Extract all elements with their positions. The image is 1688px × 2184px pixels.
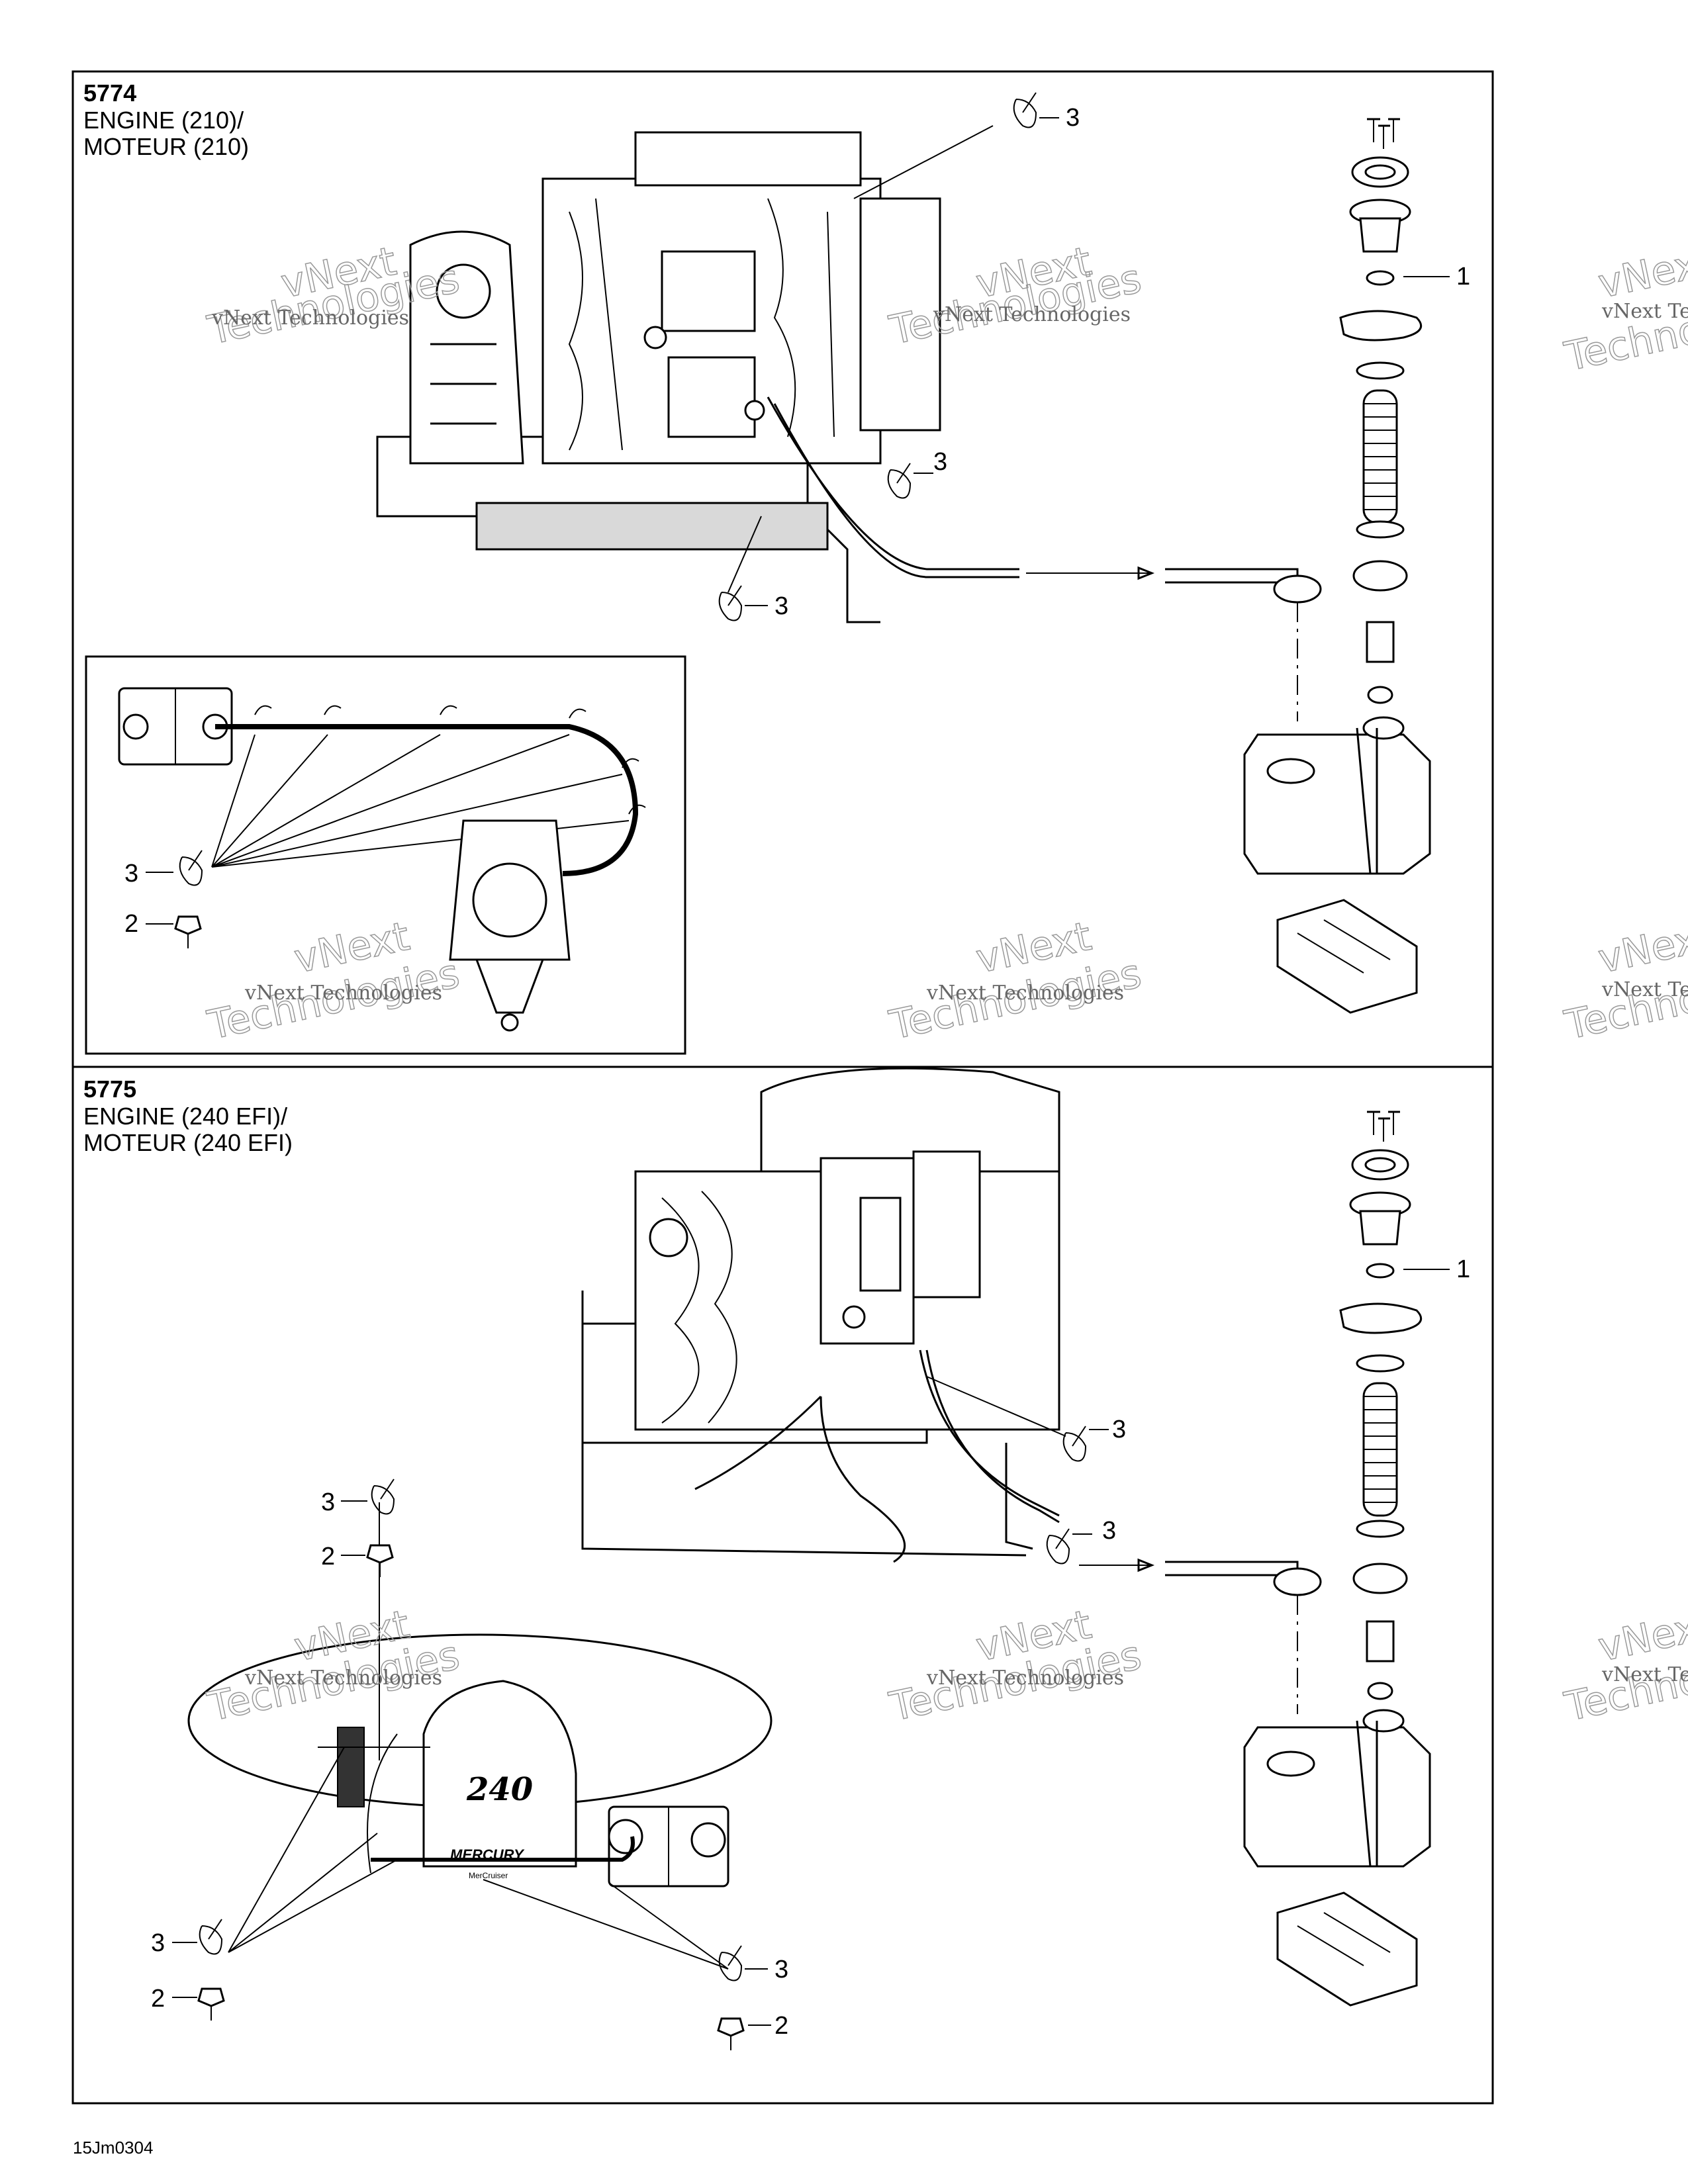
clamp-3-bottom: 3	[718, 516, 788, 621]
svg-text:vNext Technologies: vNext Technologies	[1601, 1663, 1688, 1686]
panel-title-line1: ENGINE (240 EFI)/	[83, 1103, 288, 1130]
watermark-5: vNext Technologies vNext Technologies	[885, 913, 1146, 1050]
panel-code: 5774	[83, 79, 137, 107]
callout-3: 3	[774, 592, 788, 620]
emblem-model: 240	[466, 1771, 533, 1808]
svg-text:vNext Technologies: vNext Technologies	[1601, 300, 1688, 323]
callout-1: 1	[1456, 1255, 1470, 1283]
callout-3: 3	[151, 1929, 165, 1957]
routing-inset-210: 3 2	[85, 655, 686, 1055]
callout-2: 2	[151, 1985, 165, 2013]
panel-heading-210: 5774 ENGINE (210)/ MOTEUR (210)	[83, 79, 249, 160]
panel-heading-240-efi: 5775 ENGINE (240 EFI)/ MOTEUR (240 EFI)	[83, 1075, 293, 1156]
svg-text:vNext Technologies: vNext Technologies	[926, 981, 1124, 1005]
callout-3: 3	[1102, 1517, 1116, 1545]
callout-3: 3	[1112, 1416, 1126, 1443]
callouts-left-240: 3 2 3 2	[151, 1479, 395, 2021]
callout-3: 3	[124, 860, 138, 887]
clamp-3-mid: 3	[887, 448, 947, 499]
callout-3: 3	[321, 1488, 335, 1516]
svg-text:vNext: vNext	[1595, 238, 1688, 308]
document-reference: 15Jm0304	[73, 2138, 154, 2158]
watermark-3: vNext Technologies vNext Technologies	[1560, 238, 1688, 381]
callout-3: 3	[933, 448, 947, 476]
emblem-sub: MerCruiser	[469, 1871, 508, 1880]
svg-text:vNext: vNext	[1595, 913, 1688, 983]
watermark-8: vNext Technologies vNext Technologies	[885, 1601, 1146, 1731]
fuel-tank-assembly-210: 1	[1026, 118, 1470, 1014]
watermark-4: vNext Technologies vNext Technologies	[203, 913, 464, 1050]
svg-text:vNext Technologies: vNext Technologies	[926, 1666, 1124, 1690]
svg-text:vNext: vNext	[1595, 1602, 1688, 1671]
engine-240-efi-assembly	[581, 1067, 1060, 1563]
clamp-3-line: 3	[1046, 1517, 1116, 1565]
panel-title-line1: ENGINE (210)/	[83, 107, 244, 134]
panel-code: 5775	[83, 1075, 137, 1103]
svg-text:vNext Technologies: vNext Technologies	[1601, 978, 1688, 1001]
watermark-9: vNext Technologies vNext Technologies	[1560, 1601, 1688, 1731]
routing-detail-240: 240 MERCURY MerCruiser	[187, 1502, 773, 1970]
callout-2: 2	[321, 1543, 335, 1570]
svg-text:vNext Technologies: vNext Technologies	[244, 981, 442, 1005]
fuel-tank-assembly-240: 1	[1079, 1111, 1470, 2007]
callouts-bottom-240: 3 2	[717, 1945, 788, 2050]
panel-title-line2: MOTEUR (210)	[83, 133, 250, 160]
engine-210-assembly	[376, 131, 1019, 623]
clamp-3-engine: 3	[926, 1376, 1126, 1462]
callout-3: 3	[774, 1956, 788, 1983]
callout-1: 1	[1456, 263, 1470, 291]
watermark-6: vNext Technologies vNext Technologies	[1560, 913, 1688, 1050]
svg-text:vNext Technologies: vNext Technologies	[933, 303, 1131, 326]
callout-2: 2	[774, 2012, 788, 2040]
svg-text:vNext Technologies: vNext Technologies	[211, 306, 409, 330]
callout-2: 2	[124, 910, 138, 938]
svg-text:vNext Technologies: vNext Technologies	[244, 1666, 442, 1690]
watermark-7: vNext Technologies vNext Technologies	[203, 1601, 464, 1731]
outer-frame	[71, 70, 1494, 2105]
clamp-3-top: 3	[853, 92, 1080, 199]
panel-title-line2: MOTEUR (240 EFI)	[83, 1129, 293, 1156]
callout-3: 3	[1066, 104, 1080, 132]
